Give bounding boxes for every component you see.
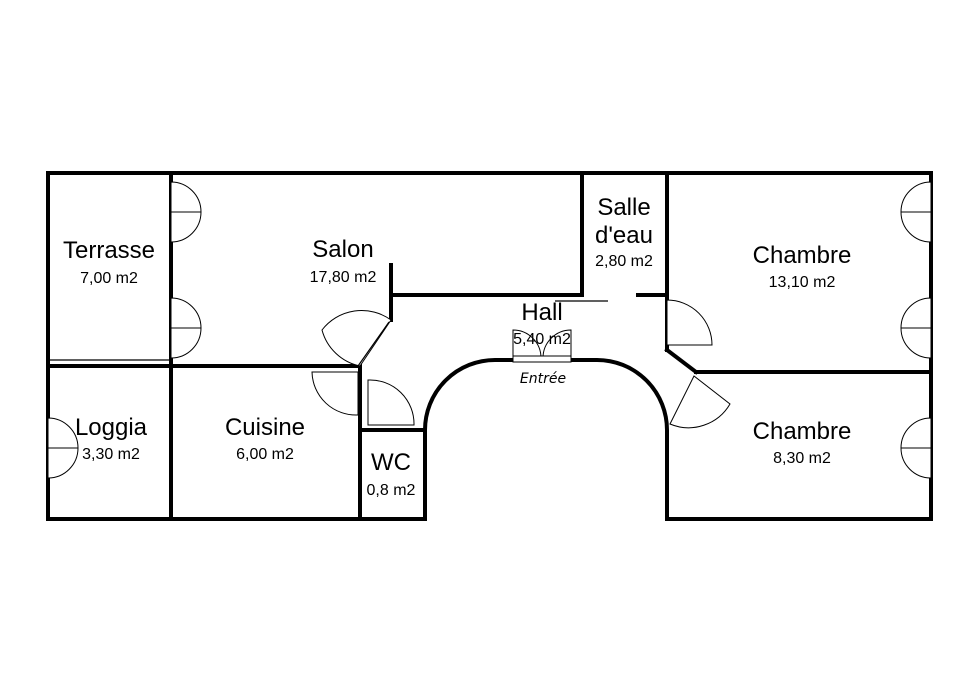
room-name-wc: WC (371, 449, 411, 476)
room-area-salon: 17,80 m2 (310, 269, 377, 286)
room-name-chambre-2: Chambre (753, 418, 852, 445)
room-area-hall: 5,40 m2 (513, 331, 571, 348)
room-area-chambre-1: 13,10 m2 (769, 274, 836, 291)
entrance-label: Entrée (520, 371, 566, 387)
room-name-cuisine: Cuisine (225, 414, 305, 441)
room-name-chambre-1: Chambre (753, 242, 852, 269)
doors (47, 181, 932, 479)
room-area-wc: 0,8 m2 (367, 482, 416, 499)
room-labels: Terrasse 7,00 m2 Salon 17,80 m2 Salle d'… (63, 194, 851, 499)
room-name-terrasse: Terrasse (63, 237, 155, 264)
room-area-loggia: 3,30 m2 (82, 446, 140, 463)
room-area-salle-eau: 2,80 m2 (595, 253, 653, 270)
room-area-cuisine: 6,00 m2 (236, 446, 294, 463)
room-name-salon: Salon (312, 236, 373, 263)
room-name-loggia: Loggia (75, 414, 148, 441)
room-name-salle-eau-2: d'eau (595, 222, 653, 249)
room-area-chambre-2: 8,30 m2 (773, 450, 831, 467)
room-name-salle-eau-1: Salle (597, 194, 650, 221)
room-area-terrasse: 7,00 m2 (80, 270, 138, 287)
room-name-hall: Hall (521, 299, 562, 326)
